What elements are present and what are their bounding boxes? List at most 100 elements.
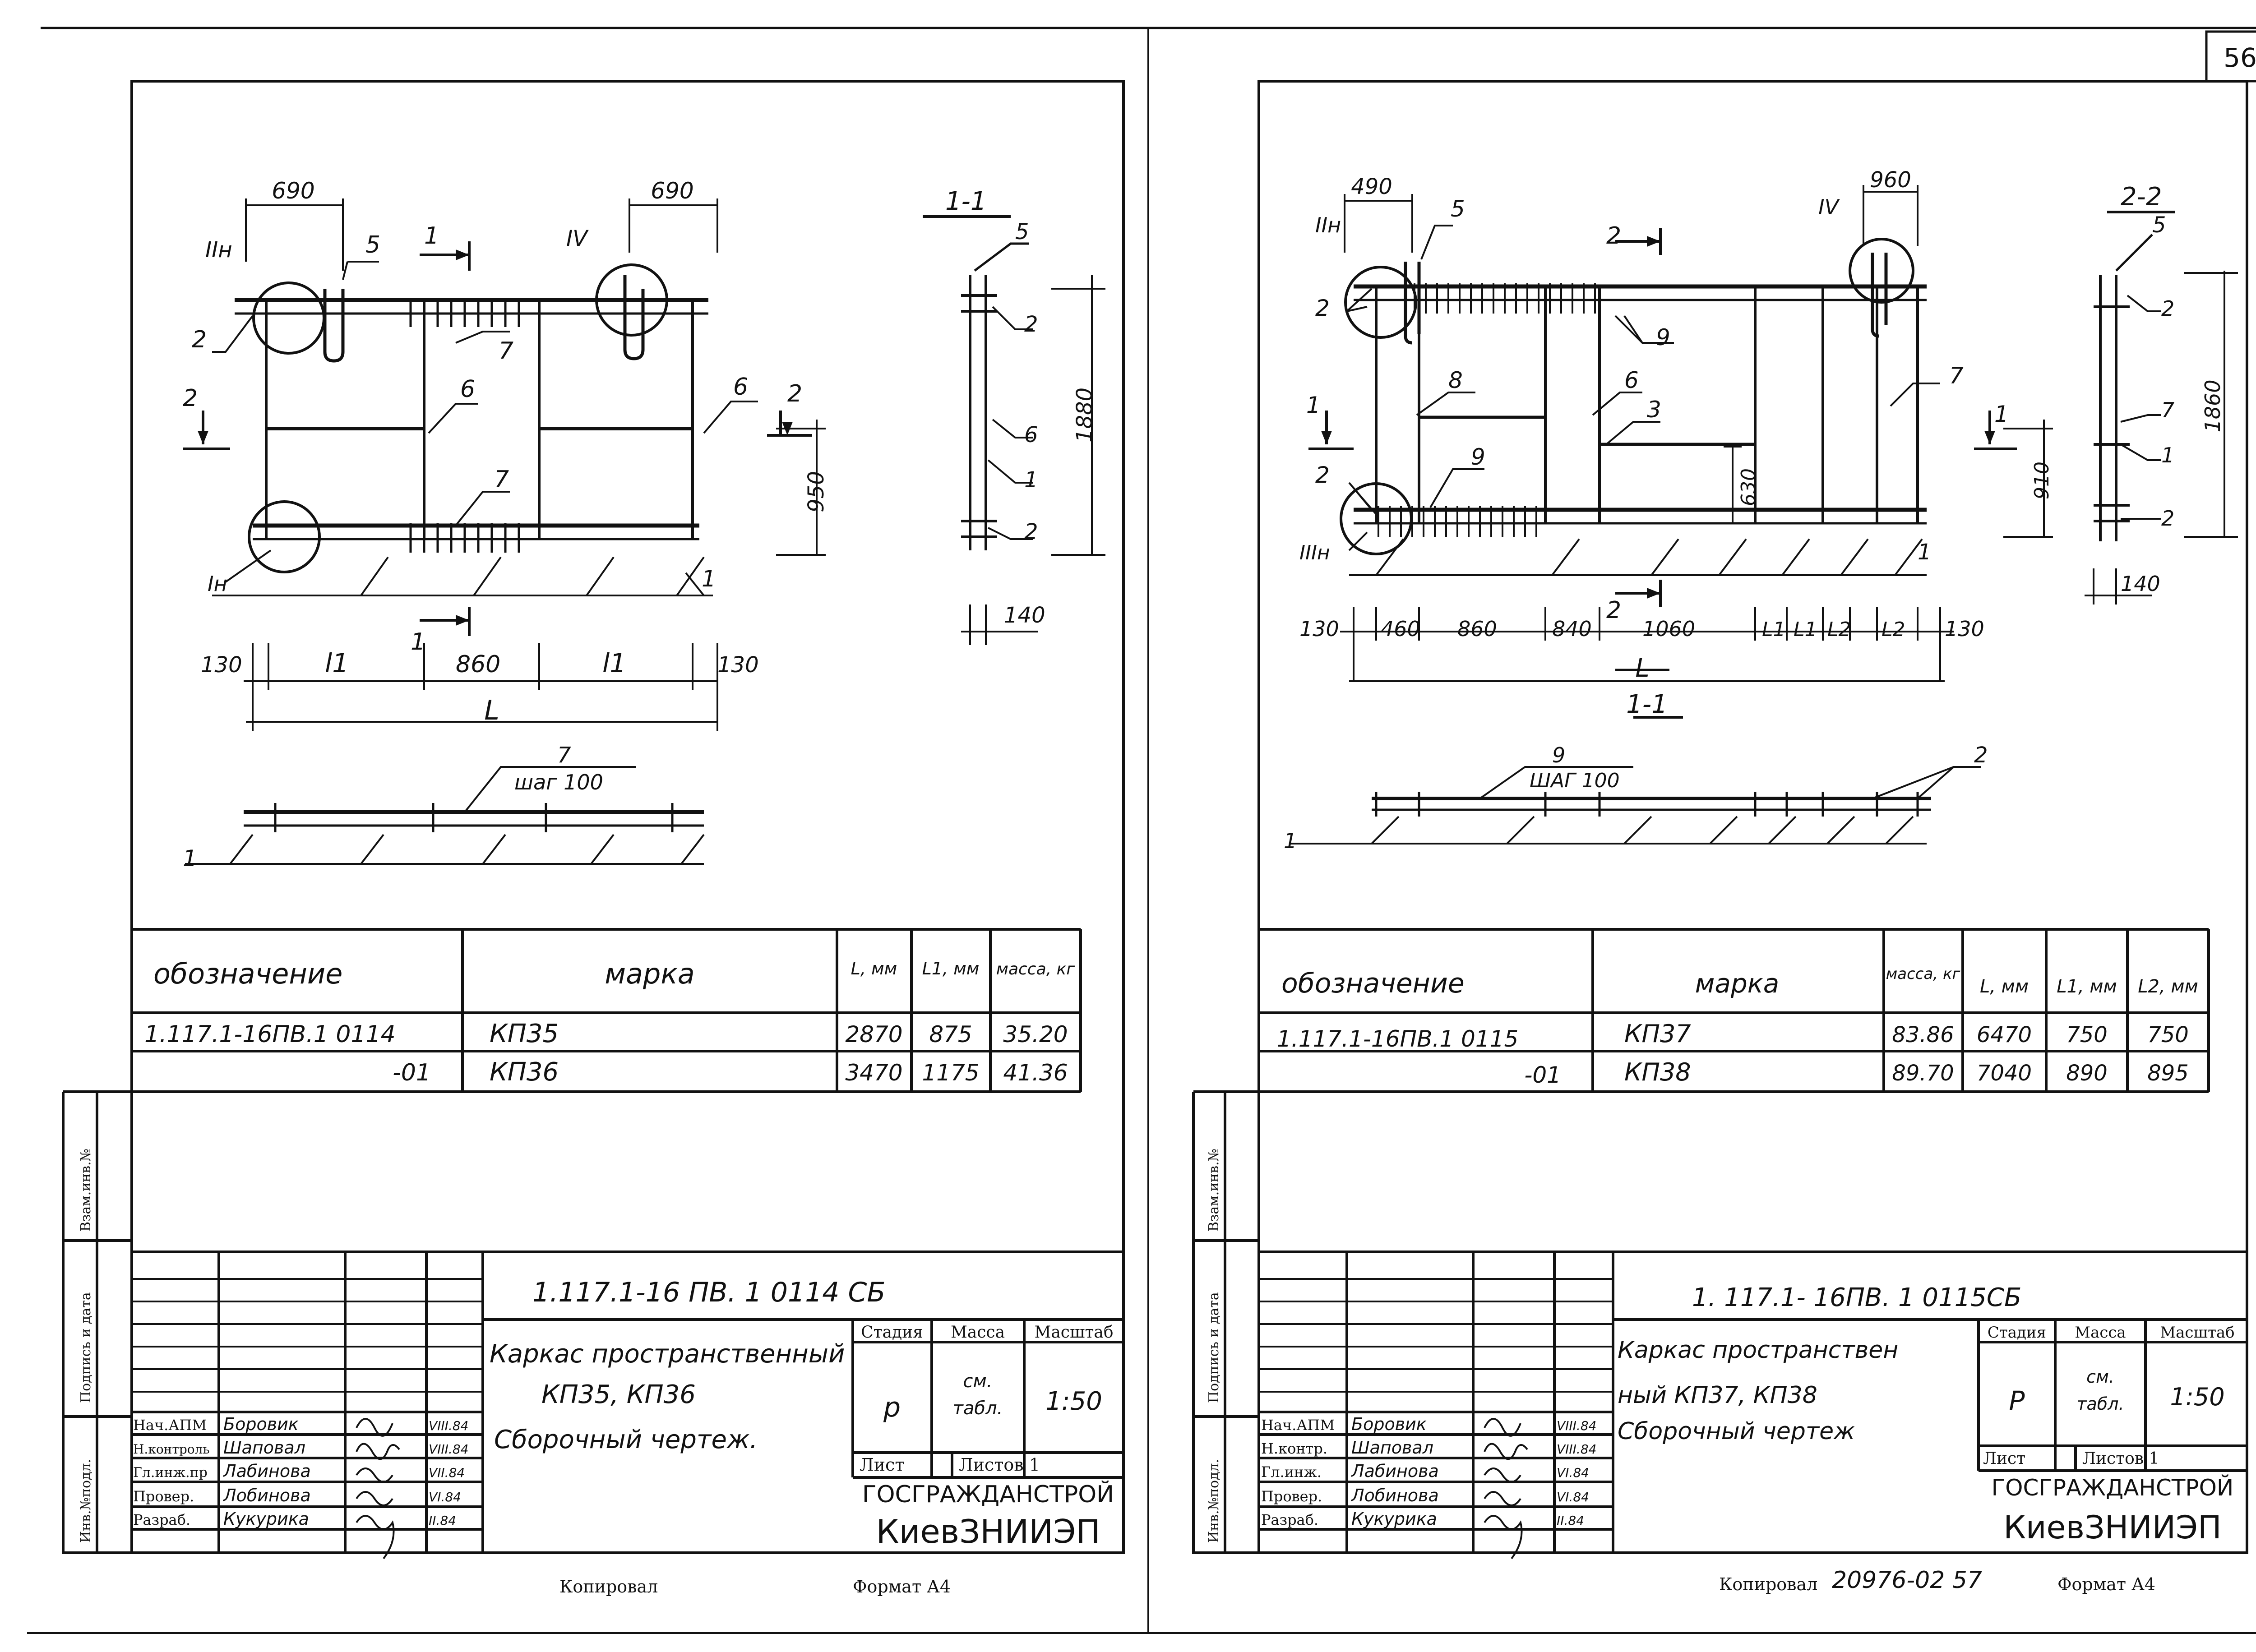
right-dim-L1a: L1	[1762, 618, 1786, 641]
right-table-r2-designation: -01	[1524, 1062, 1561, 1088]
left-signer-4-date: VI.84	[429, 1490, 461, 1504]
right-signer-3-name: Лабинова	[1350, 1461, 1439, 1481]
left-signer-5-role: Разраб.	[133, 1511, 190, 1528]
left-stamp-inv: Инв.№подл.	[78, 1459, 94, 1543]
right-sec-dim-140: 140	[2121, 572, 2160, 596]
left-tb-stage-h: Стадия	[861, 1323, 923, 1342]
right-callout-9b: 9	[1471, 444, 1485, 470]
right-signer-2-role: Н.контр.	[1261, 1440, 1327, 1457]
right-table-r1-mass: 83.86	[1892, 1022, 1954, 1047]
right-dim-960: 960	[1870, 167, 1911, 193]
right-table-h-L: L, мм	[1980, 976, 2029, 997]
left-rebar-num: 7	[557, 743, 571, 768]
right-signer-4-name: Лобинова	[1350, 1486, 1439, 1505]
right-dim-L1b: L1	[1794, 618, 1817, 641]
left-callout-7a: 7	[499, 337, 513, 365]
right-table-r1-designation: 1.117.1-16ПВ.1 0115	[1277, 1026, 1518, 1052]
left-dim-690-b: 690	[651, 178, 693, 204]
right-rebar-step: ШАГ 100	[1530, 769, 1620, 792]
right-rebar-right-num: 2	[1974, 743, 1988, 768]
left-title-block	[132, 1251, 1123, 1553]
right-table-r1-L2: 750	[2147, 1022, 2189, 1047]
left-rebar-step: шаг 100	[514, 770, 603, 794]
right-callout-2b: 2	[1315, 462, 1330, 488]
left-dim-l1-a: l1	[325, 648, 349, 678]
right-section-2-2	[1615, 211, 2238, 671]
left-callout-1: 1	[702, 566, 716, 592]
right-stamp-signature: Подпись и дата	[1206, 1292, 1222, 1403]
right-signer-3-role: Гл.инж.	[1261, 1463, 1322, 1481]
left-table-r2-mark: КП36	[490, 1057, 559, 1087]
right-stamp-replace: Взам.инв.№	[1206, 1149, 1222, 1232]
right-rebar-base: 1	[1284, 829, 1297, 853]
right-footer-number: 20976-02 57	[1832, 1567, 1982, 1594]
right-dim-460: 460	[1381, 617, 1420, 641]
right-table-r2-mass: 89.70	[1892, 1061, 1954, 1086]
right-signer-5-date: II.84	[1557, 1513, 1584, 1528]
right-callout-IIn: IIн	[1315, 213, 1341, 237]
left-signer-1-date: VIII.84	[429, 1418, 468, 1433]
right-table-grid	[1259, 928, 2210, 1093]
right-sec-callout-1: 1	[2161, 443, 2174, 467]
right-sec-callout-2a: 2	[2161, 296, 2174, 321]
left-signer-3-date: VII.84	[429, 1465, 465, 1480]
left-dim-L: L	[484, 695, 499, 726]
right-signer-1-date: VIII.84	[1557, 1418, 1596, 1433]
right-stamp-column	[1192, 1090, 1259, 1554]
left-dim-l1-b: l1	[602, 648, 626, 678]
left-tb-mass-2: табл.	[953, 1398, 1003, 1419]
left-callout-5: 5	[365, 231, 380, 258]
left-signer-5-date: II.84	[429, 1513, 456, 1528]
left-dim-chain	[244, 643, 718, 731]
right-table-r1-mark: КП37	[1624, 1020, 1691, 1048]
right-callout-6: 6	[1624, 367, 1639, 393]
left-dim-130-a: 130	[201, 652, 242, 678]
left-tb-mass-1: см.	[963, 1371, 993, 1392]
right-cut-2a: 2	[1606, 222, 1621, 249]
right-callout-7: 7	[1949, 363, 1964, 389]
left-rebar-view	[185, 766, 705, 865]
right-signer-5-role: Разраб.	[1261, 1511, 1318, 1528]
right-section-title: 2-2	[2121, 182, 2162, 212]
right-footer-copied: Копировал	[1719, 1574, 1817, 1594]
right-tb-title-2: ный КП37, КП38	[1618, 1382, 1817, 1409]
left-table-h-mark: марка	[605, 957, 695, 990]
left-table-r1-L: 2870	[845, 1021, 902, 1047]
left-sec-callout-2b: 2	[1024, 519, 1038, 545]
left-elevation	[183, 198, 826, 636]
left-dim-860: 860	[456, 651, 500, 678]
right-table-r2-L1: 890	[2066, 1061, 2108, 1086]
right-sec-callout-7: 7	[2161, 398, 2174, 422]
right-tb-sheets: Листов 1	[2082, 1449, 2159, 1468]
right-signer-1-name: Боровик	[1351, 1414, 1427, 1434]
right-signer-1-role: Нач.АПМ	[1261, 1417, 1335, 1434]
left-section-1-1	[923, 215, 1105, 645]
right-dim-130a: 130	[1299, 617, 1339, 641]
right-signer-2-date: VIII.84	[1557, 1442, 1596, 1457]
right-tb-stage-h: Стадия	[1988, 1324, 2046, 1342]
right-dim-L2a: L2	[1827, 618, 1851, 641]
right-arrow-1b: 1	[1994, 401, 2009, 427]
left-footer-format: Формат А4	[853, 1577, 951, 1597]
left-tb-scale: 1:50	[1045, 1387, 1102, 1416]
right-dim-chain	[1340, 607, 1954, 682]
left-tb-title-3: Сборочный чертеж.	[494, 1425, 758, 1454]
left-signer-1-role: Нач.АПМ	[133, 1417, 207, 1434]
left-tb-org1: ГОСГРАЖДАНСТРОЙ	[862, 1481, 1114, 1508]
right-footer-format: Формат А4	[2057, 1574, 2155, 1594]
right-table-r2-L2: 895	[2147, 1061, 2189, 1086]
left-stamp-replace: Взам.инв.№	[78, 1149, 94, 1232]
right-arrow-1: 1	[1306, 392, 1321, 418]
left-tb-title-2: КП35, КП36	[541, 1380, 696, 1409]
left-rebar-base: 1	[183, 845, 197, 872]
sheet-right-frame	[1257, 80, 2248, 1554]
right-tb-stage: Р	[2009, 1385, 2025, 1416]
left-signer-2-name: Шаповал	[223, 1438, 305, 1458]
left-table-r2-L1: 1175	[922, 1060, 979, 1086]
right-dim-L: L	[1635, 654, 1649, 683]
left-tb-scale-h: Масштаб	[1034, 1323, 1113, 1342]
right-rebar-view	[1290, 716, 1981, 844]
left-signer-2-date: VIII.84	[429, 1442, 468, 1457]
left-sec-callout-1: 1	[1024, 467, 1038, 493]
left-table-h-L: L, мм	[851, 959, 897, 978]
